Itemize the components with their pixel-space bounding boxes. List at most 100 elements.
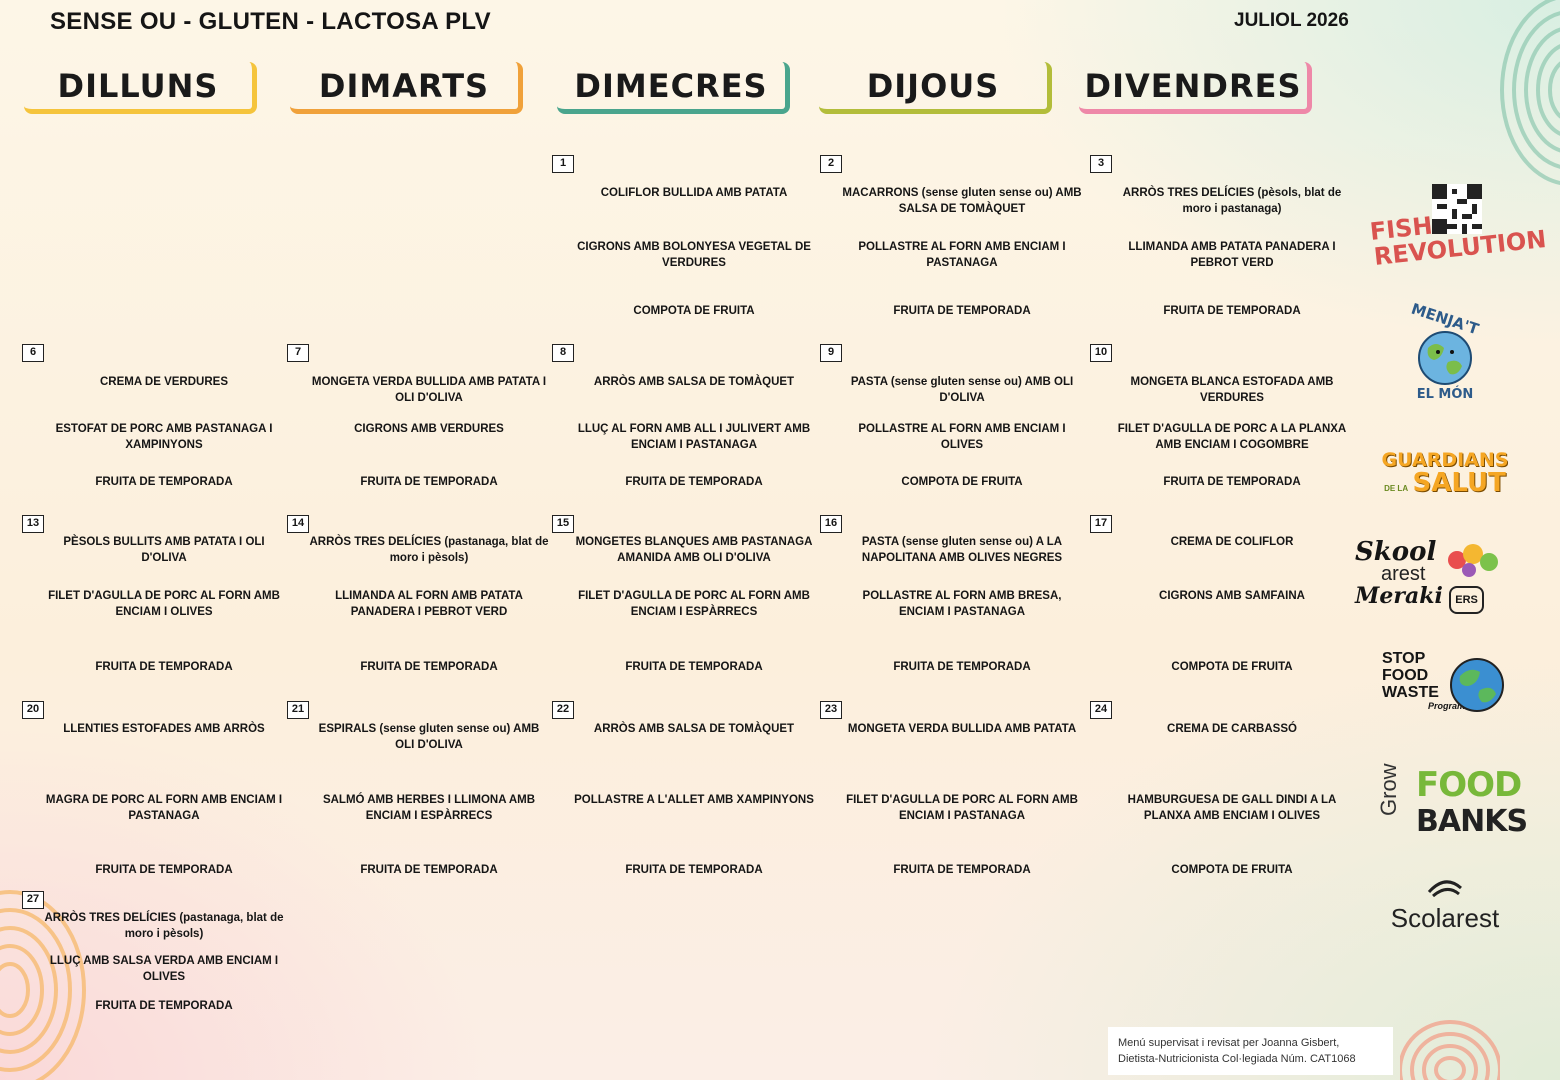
first-course: PASTA (sense gluten sense ou) AMB OLI D'… (850, 376, 1074, 404)
scolarest-logo: Scolarest (1370, 878, 1520, 931)
qr-code-icon (1432, 184, 1482, 234)
dessert: FRUITA DE TEMPORADA (360, 661, 498, 673)
day-number: 14 (287, 515, 309, 533)
first-course: PASTA (sense gluten sense ou) A LA NAPOL… (861, 536, 1063, 564)
day-number: 10 (1090, 344, 1112, 362)
stop-food-waste-logo: STOP FOOD WASTE Program (1382, 650, 1532, 735)
second-course: CIGRONS AMB SAMFAINA (1159, 590, 1305, 602)
second-course: CIGRONS AMB BOLONYESA VEGETAL DE VERDURE… (577, 241, 811, 269)
day-number: 22 (552, 701, 574, 719)
second-course: MAGRA DE PORC AL FORN AMB ENCIAM I PASTA… (45, 794, 283, 822)
second-course: LLIMANDA AL FORN AMB PATATA PANADERA I P… (335, 590, 523, 618)
day-number: 27 (22, 891, 44, 909)
day-number: 7 (287, 344, 309, 362)
fingerprint-decoration-bottom-right (1400, 1020, 1500, 1080)
dessert: FRUITA DE TEMPORADA (95, 864, 233, 876)
day-number: 17 (1090, 515, 1112, 533)
weekday-header-2: DIMECRES (557, 62, 790, 114)
first-course: ARRÒS TRES DELÍCIES (pastanaga, blat de … (309, 536, 549, 564)
month-label: JULIOL 2026 (1234, 10, 1349, 31)
weekday-header-3: DIJOUS (819, 62, 1052, 114)
dessert: FRUITA DE TEMPORADA (1163, 476, 1301, 488)
dessert: COMPOTA DE FRUITA (633, 305, 755, 317)
dessert: FRUITA DE TEMPORADA (1163, 305, 1301, 317)
first-course: ARRÒS AMB SALSA DE TOMÀQUET (593, 723, 795, 735)
day-number: 15 (552, 515, 574, 533)
earth-globe-icon (1450, 658, 1504, 712)
second-course: LLUÇ AMB SALSA VERDA AMB ENCIAM I OLIVES (49, 955, 279, 983)
skool-arest-meraki-logo: Skool arest Meraki ERS (1355, 539, 1505, 614)
second-course: HAMBURGUESA DE GALL DINDI A LA PLANXA AM… (1127, 794, 1337, 822)
weekday-header-4: DIVENDRES (1079, 62, 1312, 114)
guardians-de-la-salut-logo: GUARDIANS DE LA SALUT (1381, 449, 1509, 498)
dessert: FRUITA DE TEMPORADA (360, 476, 498, 488)
day-number: 6 (22, 344, 44, 362)
second-course: FILET D'AGULLA DE PORC A LA PLANXA AMB E… (1117, 423, 1347, 451)
first-course: MACARRONS (sense gluten sense ou) AMB SA… (842, 187, 1082, 215)
day-number: 23 (820, 701, 842, 719)
first-course: PÈSOLS BULLITS AMB PATATA I OLI D'OLIVA (63, 536, 265, 564)
first-course: ARRÒS TRES DELÍCIES (pèsols, blat de mor… (1122, 187, 1342, 215)
dessert: FRUITA DE TEMPORADA (893, 305, 1031, 317)
day-number: 16 (820, 515, 842, 533)
first-course: CREMA DE COLIFLOR (1170, 536, 1294, 548)
day-number: 24 (1090, 701, 1112, 719)
fish-revolution-logo: FISH REVOLUTION (1368, 211, 1548, 271)
dessert: COMPOTA DE FRUITA (1171, 864, 1293, 876)
dessert: FRUITA DE TEMPORADA (893, 864, 1031, 876)
second-course: FILET D'AGULLA DE PORC AL FORN AMB ENCIA… (846, 794, 1078, 822)
day-number: 9 (820, 344, 842, 362)
globe-icon (1418, 331, 1472, 385)
second-course: ESTOFAT DE PORC AMB PASTANAGA I XAMPINYO… (55, 423, 273, 451)
first-course: MONGETES BLANQUES AMB PASTANAGA AMANIDA … (575, 536, 813, 564)
dessert: COMPOTA DE FRUITA (901, 476, 1023, 488)
second-course: POLLASTRE AL FORN AMB BRESA, ENCIAM I PA… (862, 590, 1062, 618)
grow-food-banks-logo: Grow FOOD BANKS (1376, 763, 1528, 839)
dietitian-note: Menú supervisat i revisat per Joanna Gis… (1108, 1027, 1393, 1075)
menu-title: SENSE OU - GLUTEN - LACTOSA PLV (50, 8, 491, 35)
day-number: 20 (22, 701, 44, 719)
second-course: FILET D'AGULLA DE PORC AL FORN AMB ENCIA… (578, 590, 810, 618)
dessert: FRUITA DE TEMPORADA (893, 661, 1031, 673)
scolarest-emblem-icon (1427, 880, 1462, 898)
first-course: LLENTIES ESTOFADES AMB ARRÒS (63, 723, 265, 735)
dessert: COMPOTA DE FRUITA (1171, 661, 1293, 673)
second-course: POLLASTRE AL FORN AMB ENCIAM I OLIVES (858, 423, 1066, 451)
second-course: POLLASTRE A L'ALLET AMB XAMPINYONS (574, 794, 814, 806)
fingerprint-decoration-top-right (1500, 0, 1560, 185)
day-number: 1 (552, 155, 574, 173)
weekday-header-0: DILLUNS (24, 62, 257, 114)
dessert: FRUITA DE TEMPORADA (625, 476, 763, 488)
weekday-header-1: DIMARTS (290, 62, 523, 114)
second-course: POLLASTRE AL FORN AMB ENCIAM I PASTANAGA (858, 241, 1066, 269)
day-number: 13 (22, 515, 44, 533)
first-course: COLIFLOR BULLIDA AMB PATATA (600, 187, 788, 199)
menjat-el-mon-logo: MENJA'T EL MÓN (1409, 299, 1481, 402)
second-course: LLIMANDA AMB PATATA PANADERA I PEBROT VE… (1128, 241, 1336, 269)
day-number: 8 (552, 344, 574, 362)
second-course: FILET D'AGULLA DE PORC AL FORN AMB ENCIA… (48, 590, 280, 618)
fingerprint-decoration-bottom-left (0, 890, 86, 1080)
first-course: MONGETA VERDA BULLIDA AMB PATATA I OLI D… (311, 376, 547, 404)
first-course: CREMA DE CARBASSÓ (1167, 723, 1297, 735)
dessert: FRUITA DE TEMPORADA (625, 864, 763, 876)
second-course: CIGRONS AMB VERDURES (354, 423, 504, 435)
dessert: FRUITA DE TEMPORADA (360, 864, 498, 876)
first-course: ARRÒS TRES DELÍCIES (pastanaga, blat de … (44, 912, 284, 940)
